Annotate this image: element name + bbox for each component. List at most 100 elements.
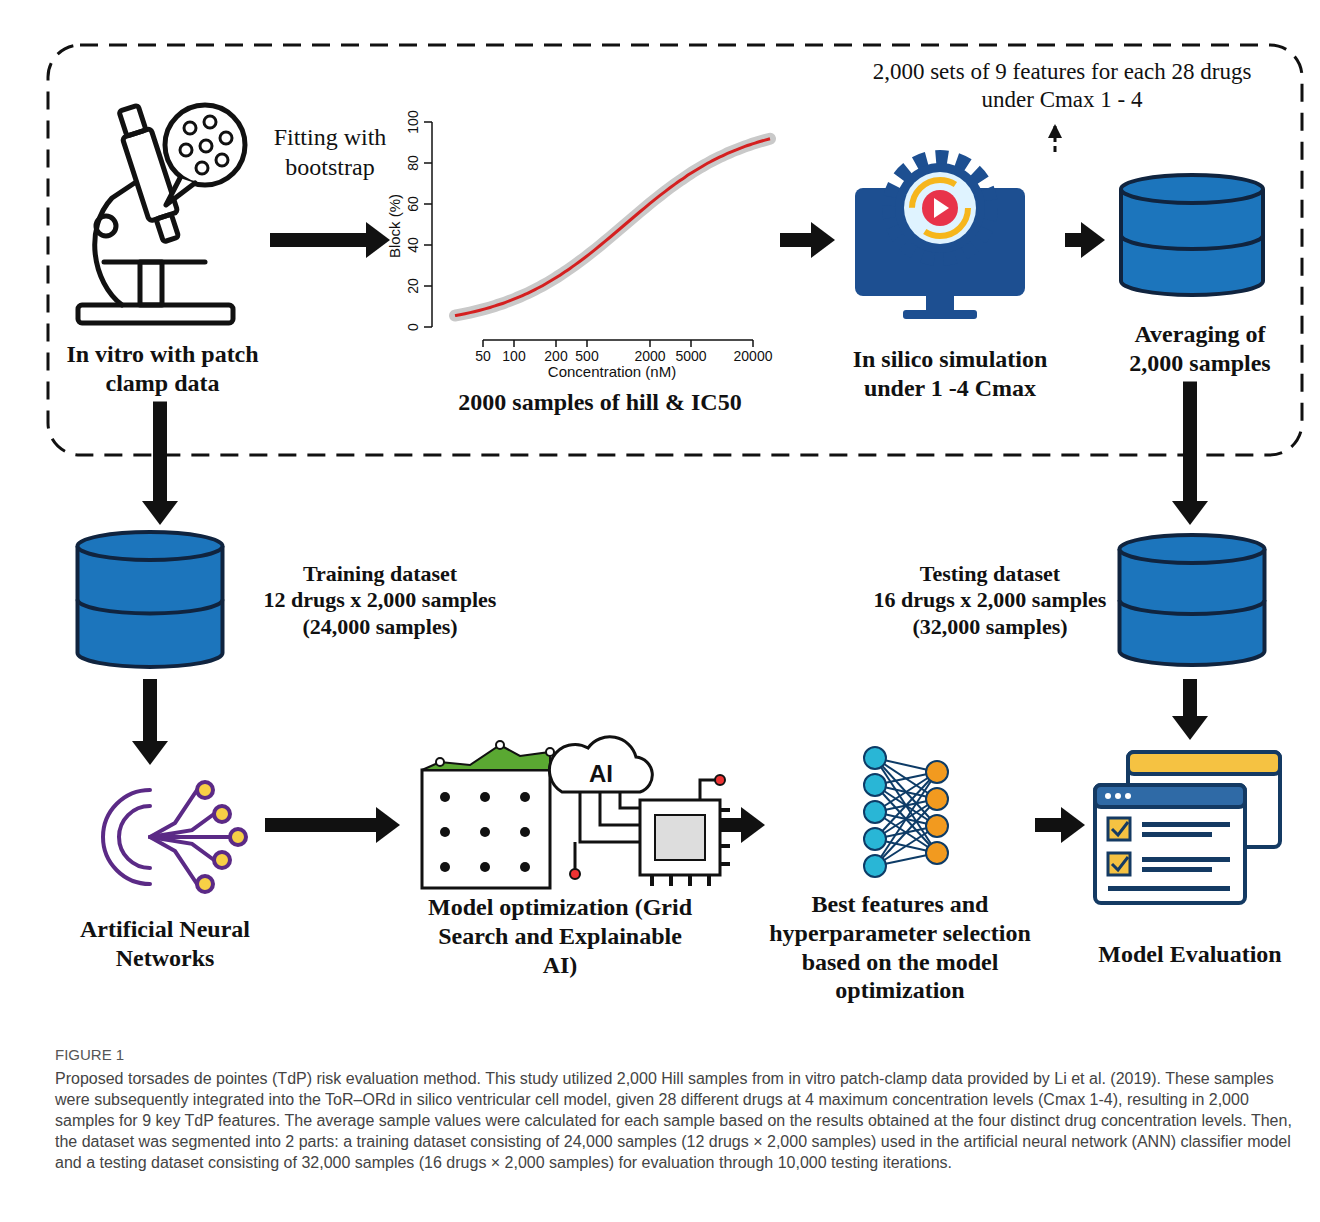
microscope-icon xyxy=(78,104,245,323)
block-arrow xyxy=(720,818,741,832)
chip-core xyxy=(655,815,705,860)
check-mark xyxy=(1112,822,1128,835)
tick-label: 5000 xyxy=(675,348,706,365)
optimization-icon xyxy=(422,737,730,888)
ann-node xyxy=(197,782,213,798)
x-tick xyxy=(752,340,754,347)
database-band xyxy=(78,600,223,614)
database-top xyxy=(1120,535,1265,563)
x-tick xyxy=(555,340,557,347)
node-label: Averaging of 2,000 samples xyxy=(1105,320,1295,378)
ann-node xyxy=(197,876,213,892)
ann-node: Artificial Neural Networks xyxy=(65,765,265,977)
ann-node xyxy=(214,806,230,822)
icon-text: AI xyxy=(589,760,613,789)
gear-body xyxy=(895,163,985,253)
tick-label: 60 xyxy=(405,196,422,212)
node-label: 12 drugs x 2,000 samples (24,000 samples… xyxy=(250,587,510,640)
input-neuron xyxy=(864,747,886,769)
circuit-dot xyxy=(570,869,580,879)
hill-dot xyxy=(496,741,504,749)
database-band xyxy=(1120,600,1265,614)
grid-dot xyxy=(480,827,490,837)
block-arrow xyxy=(1035,818,1061,832)
y-tick xyxy=(424,244,432,246)
edge-label: Fitting with bootstrap xyxy=(260,122,400,182)
text-line xyxy=(1142,867,1212,872)
ann-node xyxy=(230,829,246,845)
y-tick xyxy=(424,162,432,164)
monitor-base xyxy=(903,310,977,319)
cell-dot xyxy=(196,162,208,174)
tick-label: 100 xyxy=(405,110,422,133)
confidence-band xyxy=(455,139,770,316)
node-label: Artificial Neural Networks xyxy=(65,915,265,973)
microscope-arm xyxy=(95,182,136,305)
node-label: 16 drugs x 2,000 samples (32,000 samples… xyxy=(860,587,1120,640)
block-arrow xyxy=(143,679,157,741)
monitor-stand xyxy=(926,296,954,312)
text-line xyxy=(1142,832,1212,837)
cell-dot xyxy=(180,144,192,156)
ann-icon xyxy=(103,782,246,892)
chip-pin xyxy=(688,875,692,886)
tube-eyepiece xyxy=(119,105,146,136)
grid-dot xyxy=(520,862,530,872)
window-dot xyxy=(1105,793,1111,799)
microscope-knob xyxy=(96,216,116,236)
tick-label: 500 xyxy=(575,348,598,365)
database-node: Averaging of 2,000 samples xyxy=(1105,170,1295,382)
output-neuron xyxy=(926,788,948,810)
back-header xyxy=(1128,752,1280,774)
chip-pin xyxy=(720,808,730,812)
computer-icon xyxy=(855,158,1025,319)
cell-dot xyxy=(184,122,196,134)
node-label: Model Evaluation xyxy=(1085,940,1295,969)
front-window xyxy=(1095,785,1245,903)
evaluation-icon xyxy=(1095,752,1280,903)
y-tick xyxy=(424,203,432,205)
tick-label: 40 xyxy=(405,237,422,253)
database-band xyxy=(1121,235,1263,249)
grid-dot xyxy=(440,792,450,802)
dashed-region xyxy=(48,45,1302,455)
database-body xyxy=(78,546,223,667)
block-arrow xyxy=(265,818,376,832)
ann-outer-arc xyxy=(103,790,150,884)
node-label: Best features and hyperparameter selecti… xyxy=(765,890,1035,1005)
tick-label: 20000 xyxy=(734,348,773,365)
tick-label: 20 xyxy=(405,278,422,294)
text-line xyxy=(1142,857,1230,862)
cell-dot xyxy=(220,132,232,144)
output-neuron xyxy=(926,842,948,864)
front-header xyxy=(1095,785,1245,807)
output-neuron xyxy=(926,815,948,837)
block-arrow xyxy=(1065,233,1081,247)
tick-label: 2000 xyxy=(634,348,665,365)
simulation-node: In silico simulation under 1 -4 Cmax xyxy=(835,150,1065,407)
chip-pin xyxy=(720,862,730,866)
gear-teeth xyxy=(890,158,990,258)
tube-objective xyxy=(156,214,179,242)
figure-number: FIGURE 1 xyxy=(55,1046,124,1064)
ann-node xyxy=(214,852,230,868)
tick-label: 80 xyxy=(405,155,422,171)
database-icon xyxy=(1121,175,1263,295)
chip-pin xyxy=(669,875,673,886)
y-tick xyxy=(424,121,432,123)
x-tick xyxy=(586,340,588,347)
grid-dot xyxy=(480,792,490,802)
network-icon xyxy=(864,747,948,877)
y-tick xyxy=(424,285,432,287)
cell-dot xyxy=(204,116,216,128)
block-arrow xyxy=(270,233,366,247)
block-arrow xyxy=(1183,679,1197,716)
y-tick xyxy=(424,326,432,328)
y-axis xyxy=(431,122,433,327)
figure-caption: Proposed torsades de pointes (TdP) risk … xyxy=(55,1068,1307,1174)
microscope-base xyxy=(78,305,233,323)
grid-dot xyxy=(480,862,490,872)
database-body xyxy=(1120,549,1265,665)
database-icon xyxy=(1120,535,1265,665)
